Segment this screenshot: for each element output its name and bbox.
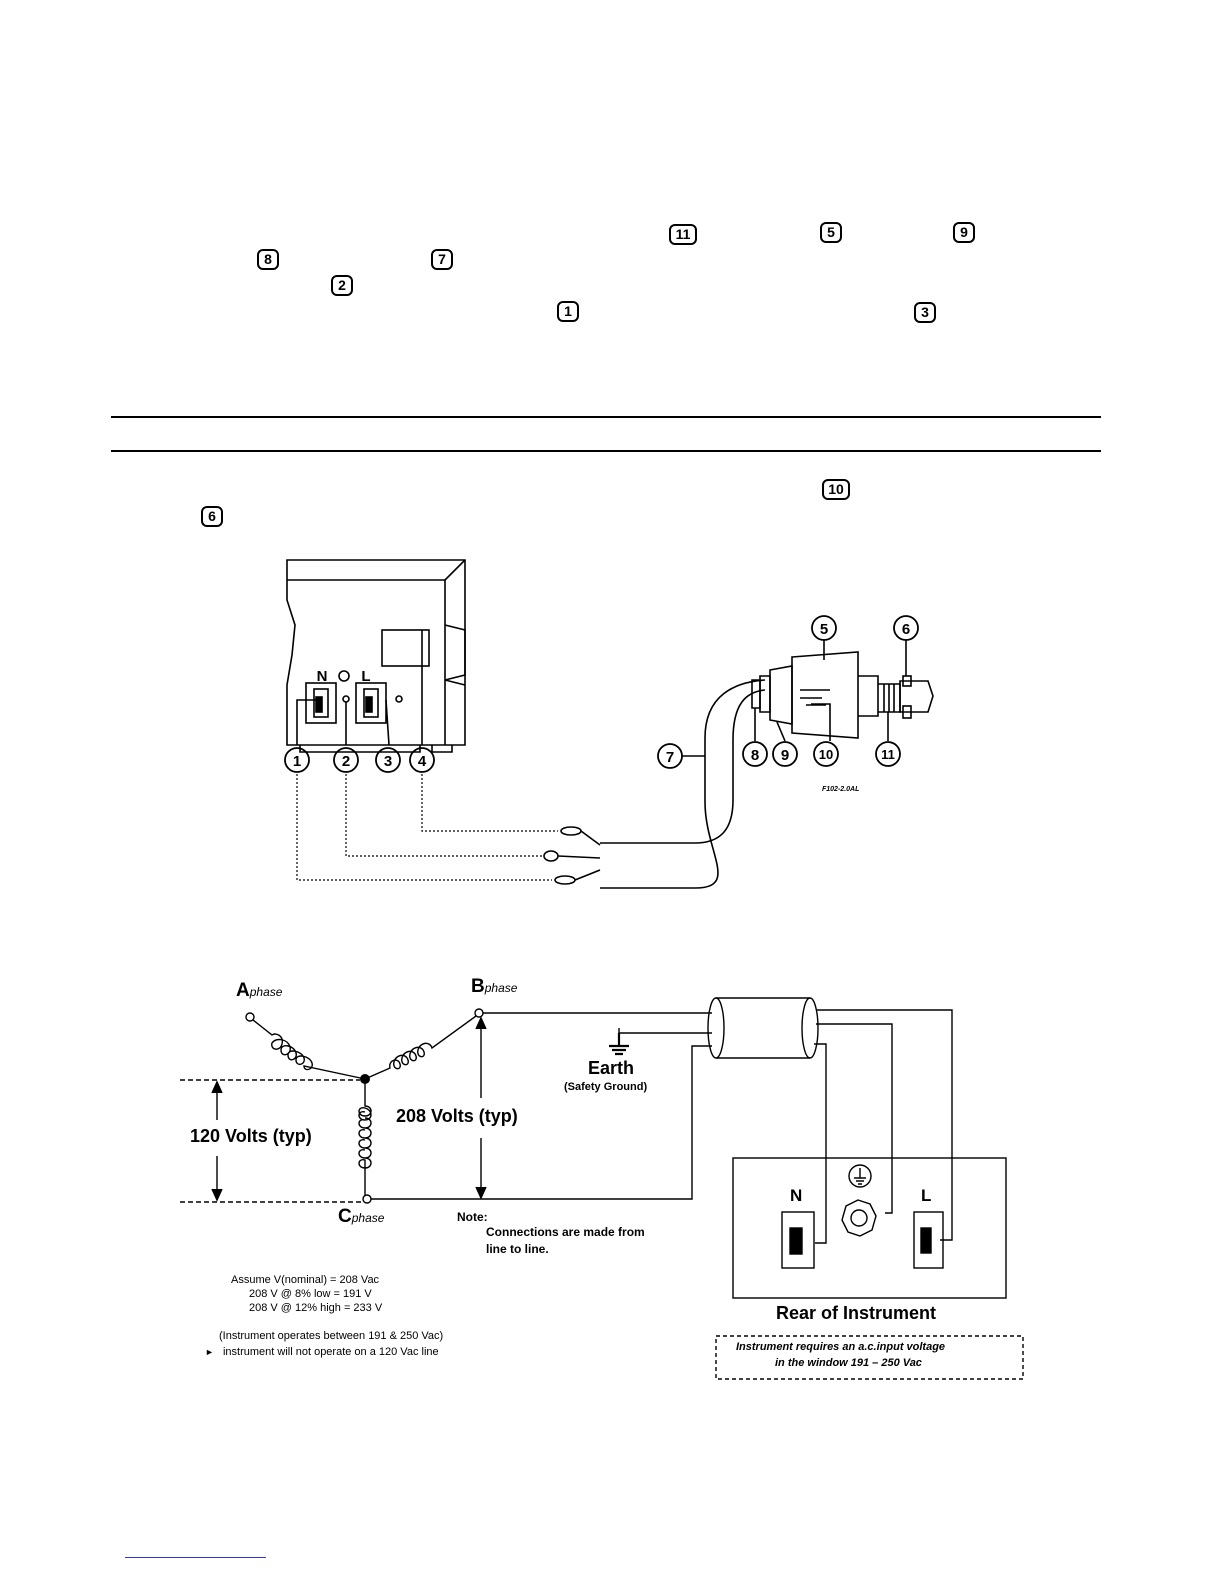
callout-key-9: 9 <box>953 222 975 243</box>
figure-code: F102-2.0AL <box>822 786 859 793</box>
callout-key-1: 1 <box>557 301 579 322</box>
requirement-line-2: in the window 191 – 250 Vac <box>775 1357 922 1369</box>
operates-range-text: (Instrument operates between 191 & 250 V… <box>219 1330 444 1342</box>
callout-1 <box>284 747 310 773</box>
fuse-box <box>381 629 430 667</box>
callout-10-label: 10 <box>819 747 833 762</box>
voltage-208-label: 208 Volts (typ) <box>396 1106 518 1126</box>
neutral-socket <box>305 682 337 724</box>
instrument-l-label: L <box>361 668 370 685</box>
plug-shell <box>791 651 859 739</box>
ground-terminal-symbol <box>338 670 350 682</box>
top-rule <box>111 416 1101 418</box>
callout-1-label: 1 <box>293 753 301 770</box>
callout-key-11: 11 <box>669 224 697 245</box>
callout-6-label: 6 <box>902 621 910 638</box>
callout-10 <box>813 741 839 767</box>
instrument-body <box>286 559 466 746</box>
phase-a-sub: phase <box>249 985 283 999</box>
callout-6 <box>893 615 919 641</box>
earth-label: Earth <box>588 1058 635 1078</box>
callout-key-5: 5 <box>820 222 842 243</box>
requirement-line-1: Instrument requires an a.c.input voltage <box>736 1341 946 1353</box>
callout-5-label: 5 <box>820 621 828 638</box>
phase-c-letter: C <box>338 1206 352 1227</box>
callout-key-6: 6 <box>201 506 223 527</box>
callout-3 <box>375 747 401 773</box>
phase-b-label: Bphase <box>471 976 517 998</box>
callout-7-label: 7 <box>666 749 674 766</box>
callout-8 <box>742 741 768 767</box>
instrument-n-label: N <box>317 668 328 685</box>
callout-2 <box>333 747 359 773</box>
callout-key-2: 2 <box>331 275 353 296</box>
note-line-2: line to line. <box>486 1242 549 1256</box>
callout-key-3: 3 <box>914 302 936 323</box>
callout-9-label: 9 <box>781 747 789 764</box>
phase-a-letter: A <box>236 980 250 1001</box>
callout-8-label: 8 <box>751 747 759 764</box>
callout-3-label: 3 <box>384 753 392 770</box>
assume-line-3: 208 V @ 12% high = 233 V <box>249 1302 383 1314</box>
warning-line: ► instrument will not operate on a 120 V… <box>205 1346 439 1358</box>
phase-c-sub: phase <box>351 1211 385 1225</box>
rear-n-label: N <box>790 1186 803 1205</box>
phase-b-sub: phase <box>484 981 518 995</box>
callout-11 <box>875 741 901 767</box>
power-cord <box>600 689 766 844</box>
callout-5 <box>811 615 837 641</box>
phase-c-label: Cphase <box>338 1206 384 1228</box>
callout-key-7: 7 <box>431 249 453 270</box>
assume-line-2: 208 V @ 8% low = 191 V <box>249 1288 372 1300</box>
callout-9 <box>772 741 798 767</box>
warning-text: instrument will not operate on a 120 Vac… <box>222 1346 439 1358</box>
callout-11-label: 11 <box>881 747 895 762</box>
voltage-120-label: 120 Volts (typ) <box>190 1126 312 1146</box>
note-line-1: Connections are made from <box>486 1225 645 1239</box>
callout-key-10: 10 <box>822 479 850 500</box>
phase-a-label: Aphase <box>236 980 282 1002</box>
phase-b-letter: B <box>471 976 485 997</box>
plug-clamp <box>899 680 934 713</box>
safety-ground-label: (Safety Ground) <box>564 1081 648 1093</box>
note-heading: Note: <box>457 1210 488 1224</box>
assume-line-1: Assume V(nominal) = 208 Vac <box>231 1274 380 1286</box>
callout-7 <box>657 743 683 769</box>
callout-2-label: 2 <box>342 753 350 770</box>
bottom-rule <box>111 450 1101 452</box>
rear-l-label: L <box>921 1186 932 1205</box>
callout-key-8: 8 <box>257 249 279 270</box>
rear-caption: Rear of Instrument <box>776 1303 937 1323</box>
callout-4 <box>409 747 435 773</box>
callout-4-label: 4 <box>418 753 427 770</box>
footer-link-underline[interactable] <box>125 1557 266 1558</box>
warning-marker-icon: ► <box>205 1347 214 1357</box>
